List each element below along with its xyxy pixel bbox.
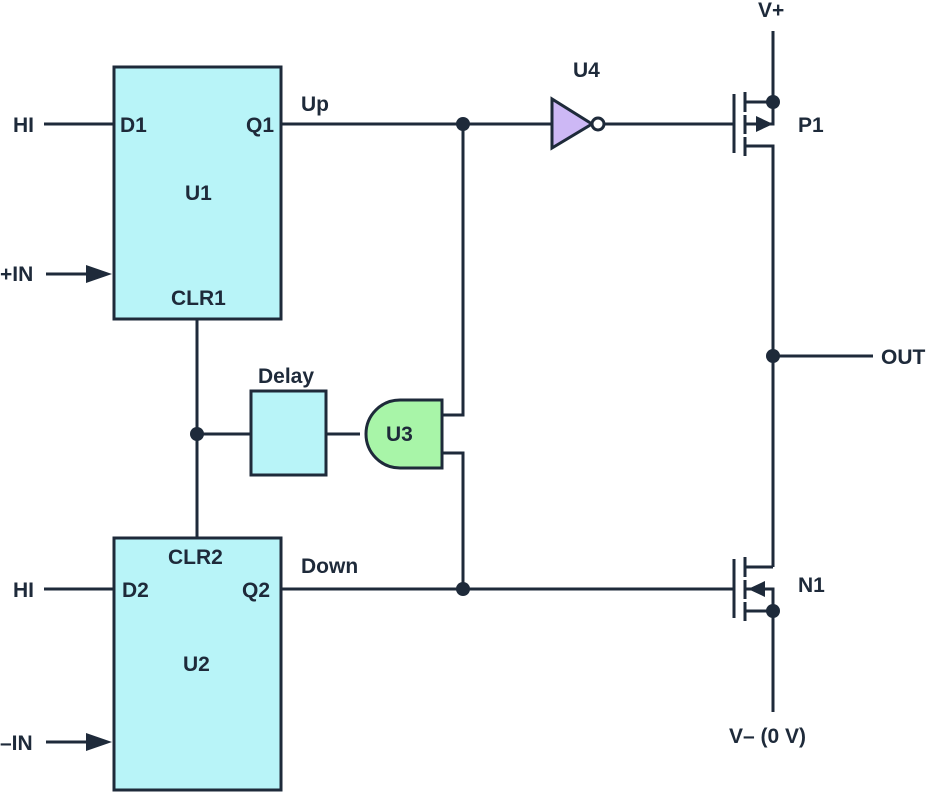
label-vminus: V– (0 V) <box>729 725 806 748</box>
label-n1: N1 <box>798 574 825 597</box>
label-q2: Q2 <box>242 579 270 602</box>
flipflop-u2 <box>112 536 283 792</box>
label-up: Up <box>301 93 329 116</box>
wire-up-to-and <box>442 124 465 417</box>
plus-in-arrow <box>86 265 112 283</box>
label-u3: U3 <box>386 423 413 446</box>
nmos-n1 <box>732 557 765 621</box>
junction-p1-source <box>766 95 780 109</box>
n1-arrow <box>748 581 765 597</box>
label-u2: U2 <box>183 653 210 676</box>
flipflop-u1 <box>112 65 283 321</box>
wire-p1-drain <box>745 144 775 567</box>
label-delay: Delay <box>258 365 314 388</box>
label-clr1: CLR1 <box>171 287 226 310</box>
junction-down <box>456 582 470 596</box>
label-out: OUT <box>881 346 926 369</box>
label-down: Down <box>301 555 358 578</box>
label-clr2: CLR2 <box>168 546 223 569</box>
label-plus-in: +IN <box>0 263 33 286</box>
label-q1: Q1 <box>246 114 274 137</box>
label-hi-top: HI <box>13 114 34 137</box>
label-vplus: V+ <box>758 0 784 22</box>
label-u1: U1 <box>185 182 212 205</box>
wire-down-to-and <box>442 451 465 589</box>
label-d1: D1 <box>120 114 147 137</box>
inverter-u4 <box>550 96 595 151</box>
and-gate-u3 <box>364 398 444 470</box>
label-u4: U4 <box>573 59 600 82</box>
junction-out <box>766 349 780 363</box>
p1-arrow <box>756 116 773 132</box>
minus-in-arrow <box>86 733 112 751</box>
label-hi-bottom: HI <box>13 579 34 602</box>
labels: HI +IN HI –IN D1 Q1 U1 CLR1 CLR2 D2 Q2 U… <box>0 0 926 755</box>
junctions <box>190 95 780 618</box>
pmos-p1 <box>732 92 773 156</box>
junction-n1-source <box>766 604 780 618</box>
label-p1: P1 <box>798 114 824 137</box>
inverter-bubble <box>590 116 606 132</box>
label-d2: D2 <box>122 579 149 602</box>
label-minus-in: –IN <box>0 732 33 755</box>
delay-block <box>249 389 328 477</box>
junction-clr <box>190 427 204 441</box>
junction-up <box>456 117 470 131</box>
wire-n1-source <box>745 609 775 712</box>
